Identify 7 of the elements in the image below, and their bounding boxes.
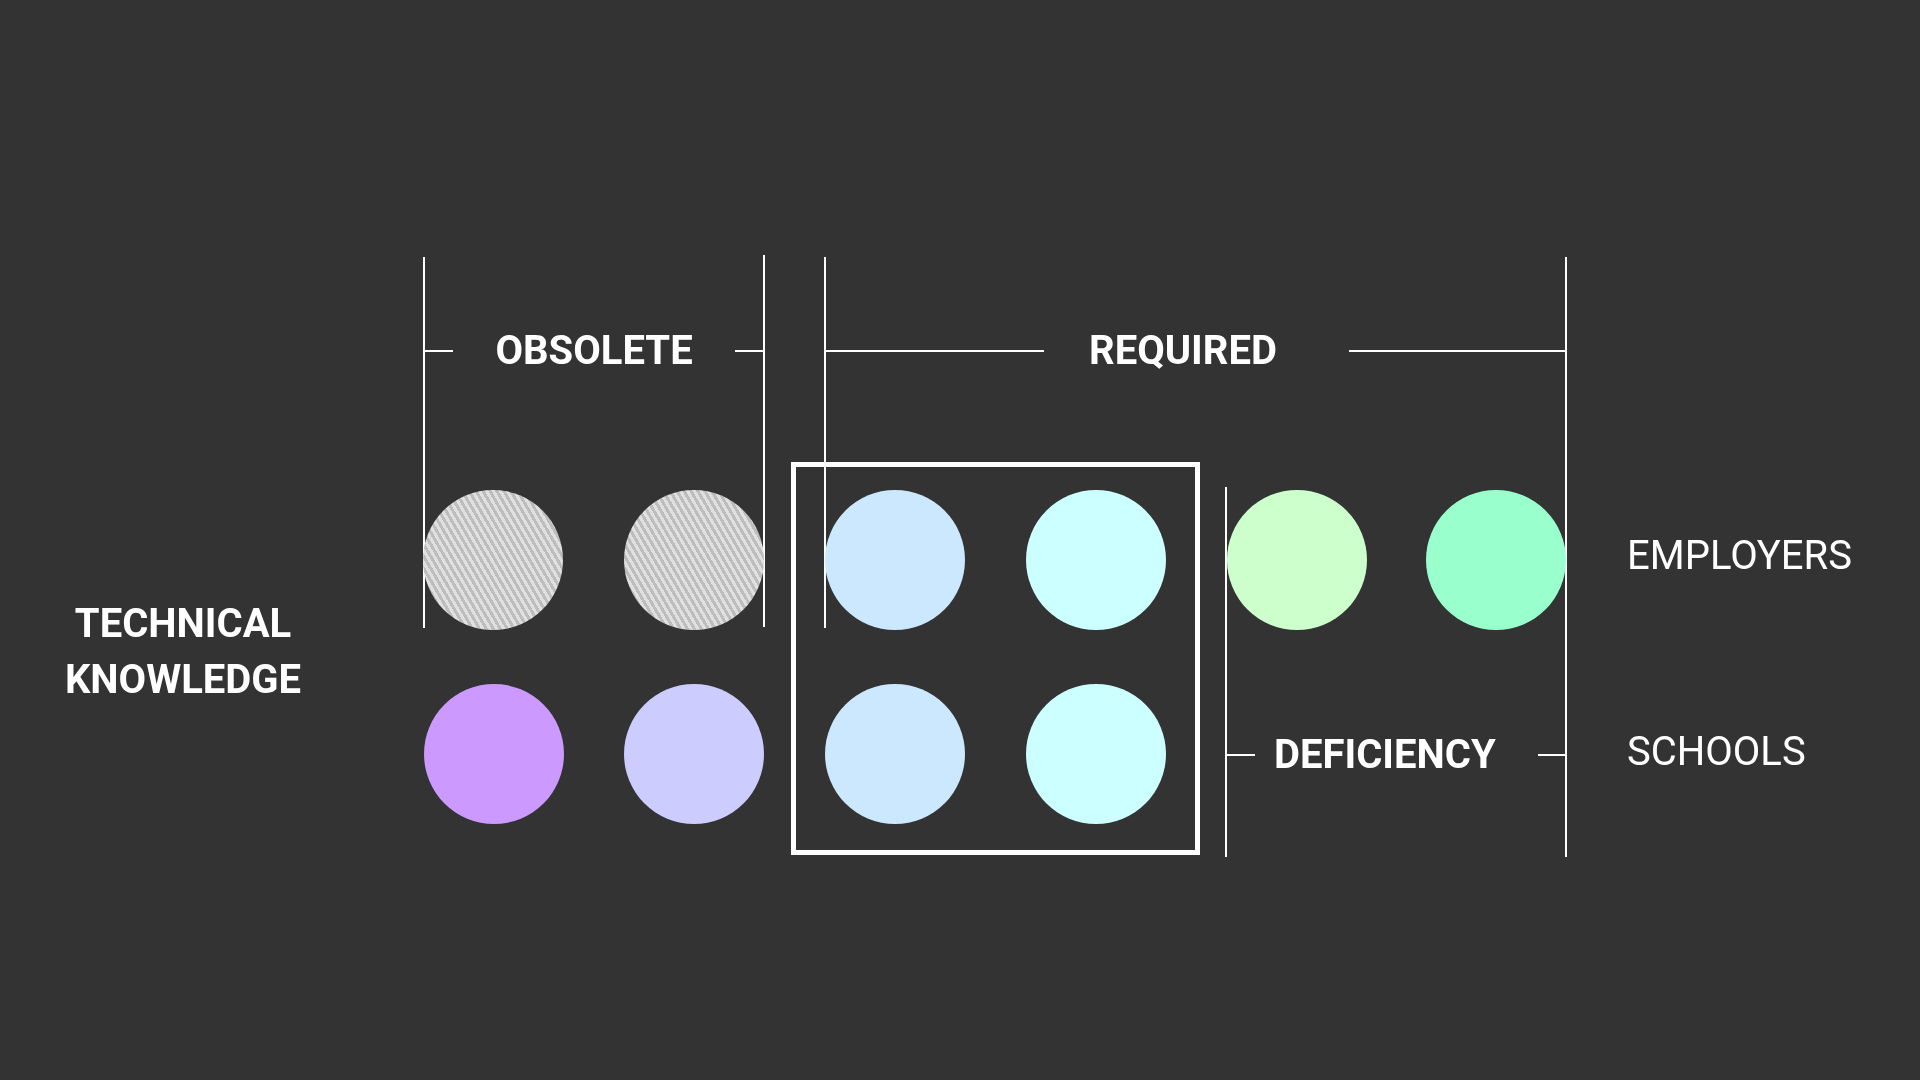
highlight-frame <box>791 462 1200 855</box>
row-label: EMPLOYERS <box>1627 533 1852 579</box>
section-label: REQUIRED <box>1089 328 1277 374</box>
section-label: DEFICIENCY <box>1274 732 1496 778</box>
section-label: OBSOLETE <box>495 328 693 374</box>
axis-label: TECHNICAL KNOWLEDGE <box>63 599 303 705</box>
row-label: SCHOOLS <box>1627 729 1806 775</box>
